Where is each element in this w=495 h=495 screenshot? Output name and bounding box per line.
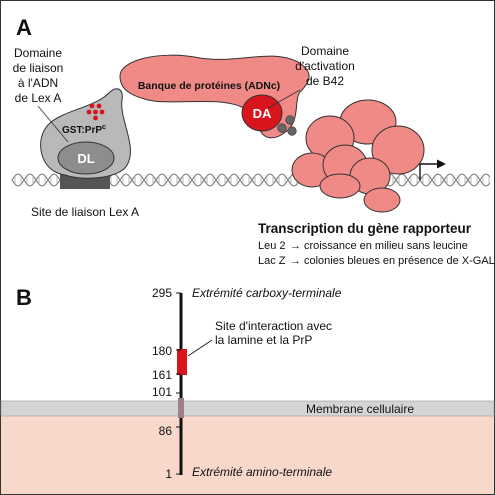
svg-text:de B42: de B42 bbox=[306, 74, 344, 88]
svg-text:101: 101 bbox=[152, 385, 172, 399]
svg-text:Lac Z: Lac Z bbox=[258, 255, 286, 267]
svg-text:Site d'interaction avec: Site d'interaction avec bbox=[215, 319, 332, 333]
interaction-site-segment bbox=[177, 349, 187, 375]
svg-text:à l'ADN: à l'ADN bbox=[18, 76, 58, 90]
svg-text:161: 161 bbox=[152, 368, 172, 382]
svg-text:295: 295 bbox=[152, 286, 172, 300]
dl-label: DL bbox=[77, 151, 94, 166]
tick-180: 180 bbox=[152, 344, 181, 358]
connector-dots bbox=[277, 115, 297, 136]
dbd-caption: Domaine de liaison à l'ADN de Lex A bbox=[13, 46, 64, 105]
transcription-machinery bbox=[291, 99, 425, 213]
reporter-title: Transcription du gène rapporteur bbox=[258, 221, 472, 236]
svg-text:→: → bbox=[290, 240, 301, 252]
tick-161: 161 bbox=[152, 368, 181, 382]
svg-text:colonies bleues en présence de: colonies bleues en présence de X-GAL bbox=[304, 255, 495, 267]
transcription-start-arrow bbox=[419, 159, 446, 180]
interaction-site-label: Site d'interaction avec la lamine et la … bbox=[215, 319, 332, 347]
svg-text:1: 1 bbox=[165, 467, 172, 481]
svg-text:Domaine: Domaine bbox=[301, 44, 349, 58]
tick-1: 1 Extrémité amino-terminale bbox=[165, 465, 332, 481]
library-label: Banque de protéines (ADNc) bbox=[138, 80, 280, 92]
ad-pointer bbox=[267, 89, 301, 109]
da-domain bbox=[241, 94, 283, 132]
svg-text:la lamine et la PrP: la lamine et la PrP bbox=[215, 333, 312, 347]
svg-text:86: 86 bbox=[159, 424, 173, 438]
tick-101: 101 bbox=[152, 385, 181, 399]
svg-text:de Lex A: de Lex A bbox=[15, 91, 62, 105]
svg-text:→: → bbox=[290, 255, 301, 267]
svg-text:de liaison: de liaison bbox=[13, 61, 64, 75]
transmembrane-segment bbox=[178, 398, 184, 418]
dl-domain bbox=[57, 141, 115, 175]
svg-text:d'activation: d'activation bbox=[295, 59, 355, 73]
svg-text:Leu 2: Leu 2 bbox=[258, 240, 286, 252]
ad-caption: Domaine d'activation de B42 bbox=[295, 44, 355, 88]
svg-text:Extrémité amino-terminale: Extrémité amino-terminale bbox=[192, 465, 332, 479]
svg-text:croissance en milieu sans leuc: croissance en milieu sans leucine bbox=[304, 240, 468, 252]
cell-membrane bbox=[0, 400, 495, 417]
panel-b-letter: B bbox=[16, 285, 32, 310]
panel-a-letter: A bbox=[16, 15, 32, 40]
cytoplasm-region bbox=[1, 416, 494, 494]
svg-text:Extrémité carboxy-terminale: Extrémité carboxy-terminale bbox=[192, 286, 342, 300]
svg-text:180: 180 bbox=[152, 344, 172, 358]
dbd-pointer bbox=[37, 105, 69, 143]
lexa-site-label: Site de liaison Lex A bbox=[31, 205, 139, 219]
da-label: DA bbox=[253, 106, 272, 121]
prp-dots bbox=[86, 103, 105, 121]
tick-295: 295 Extrémité carboxy-terminale bbox=[152, 286, 342, 300]
svg-text:Domaine: Domaine bbox=[14, 46, 62, 60]
reporter-line-leu2: Leu 2 → croissance en milieu sans leucin… bbox=[258, 240, 468, 252]
reporter-line-lacz: Lac Z → colonies bleues en présence de X… bbox=[258, 255, 495, 267]
tick-86: 86 bbox=[159, 424, 181, 438]
interaction-site-pointer bbox=[187, 339, 213, 357]
gst-prp-label: GST:PrPc bbox=[62, 124, 106, 136]
membrane-label: Membrane cellulaire bbox=[306, 402, 414, 416]
